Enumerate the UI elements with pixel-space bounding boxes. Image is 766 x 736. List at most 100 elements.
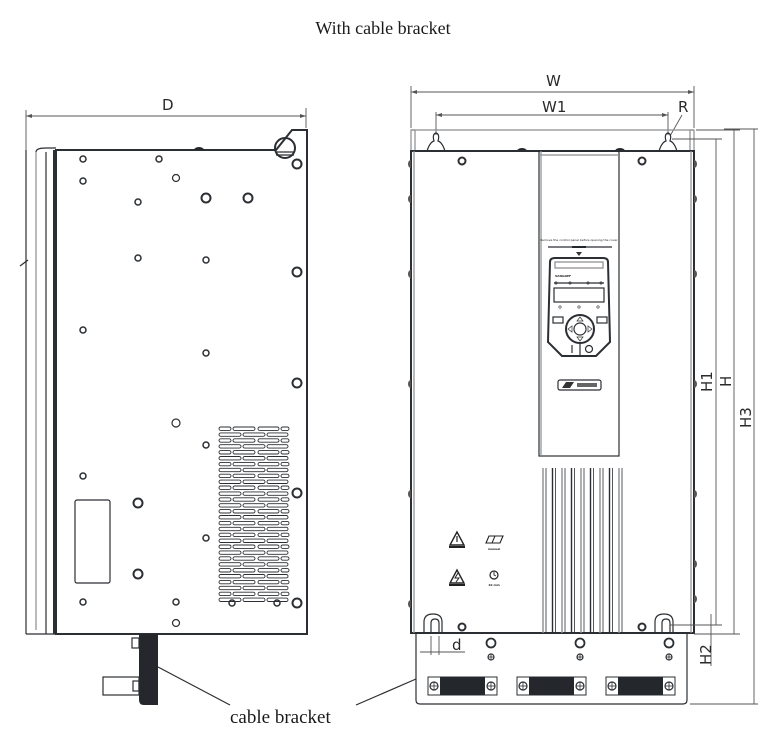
lifting-eye [274,137,296,159]
bottom-slot-left [430,618,440,633]
up-key-icon [576,316,584,322]
vent-slot [280,509,290,514]
arrow-down-icon [576,252,582,256]
vent-slot [218,444,242,449]
vent-slot [257,509,280,514]
vent-slot [218,473,232,479]
vent-slot [218,479,242,484]
vent-slot [218,597,242,602]
vent-slot [242,562,266,567]
vent-slot [242,503,266,508]
heatsink-fins [542,468,623,633]
cable-bracket-caption: cable bracket [230,707,331,728]
vent-slot [257,426,280,431]
vent-slot [280,461,290,467]
vent-slot [280,591,290,597]
svg-text:SANGDEF: SANGDEF [555,274,571,278]
vent-slot [218,467,242,473]
dimension-w: W [410,72,695,128]
vent-slot [232,450,256,455]
warning-electric-icon [448,568,466,586]
vent-slot [232,532,256,538]
vent-slot [232,473,256,479]
stop-key-icon [584,344,594,354]
right-key-icon [587,325,593,333]
mount-keyhole-right [658,132,678,152]
vent-slot [218,503,242,508]
vent-slot [242,444,266,449]
cable-bracket-side [102,634,231,706]
vent-slot [280,579,290,585]
manual-label: manual [488,547,500,551]
vent-slot [218,574,242,579]
drawing-title: With cable bracket [315,18,451,38]
dim-label-d: D [162,96,174,114]
vent-slot [242,491,266,496]
vent-slot [218,456,242,461]
side-housing [55,129,308,635]
vent-slot [218,556,232,561]
front-view: W W1 R [355,72,758,706]
vent-slot [257,544,280,549]
bottom-slot-left-outer [423,613,443,633]
vent-slot [266,503,289,508]
vent-slot [280,473,290,479]
vent-slot [257,450,280,455]
vent-slot [242,597,266,602]
vent-slot [280,520,290,526]
vent-slot [266,562,289,567]
dimension-d: D [25,96,307,150]
cover-latch [19,259,29,267]
dim-label-w: W [546,72,561,90]
vent-slot [218,532,232,538]
vent-slot [266,585,289,591]
vent-slot [242,432,266,437]
vent-slot [218,432,242,437]
vent-slot [257,591,280,597]
vent-slot [257,556,280,561]
clamp-bar [529,677,574,695]
vent-slot [218,538,242,543]
vent-slot [242,538,266,543]
vent-slot [266,597,289,602]
vent-slot [280,532,290,538]
vent-slot [218,485,232,490]
vent-slot [218,585,242,591]
timer-icon: 10 min [488,570,500,587]
vent-slot [232,461,256,467]
vent-slot [242,479,266,484]
keypad-warning-text: Remove the control panel before opening … [540,238,618,242]
vent-slot [242,515,266,520]
vent-slot [232,568,256,573]
vent-slot [280,485,290,490]
vent-slot [280,556,290,561]
vent-slot [266,456,289,461]
vent-slot [242,526,266,532]
keypad-display [553,287,605,303]
vent-slot [266,550,289,555]
vent-slot [257,532,280,538]
vent-slot [257,579,280,585]
side-screws [79,155,303,628]
dim-label-w1: W1 [542,98,566,116]
side-bosses [408,160,697,608]
brand-logo [557,379,602,391]
warning-general-icon [448,530,466,548]
dim-label-hole: d [452,636,462,654]
keypad-cover [538,150,620,457]
vent-slot [266,432,289,437]
dim-label-h3: H3 [737,407,755,428]
vent-slot [280,438,290,443]
vent-slot [218,579,232,585]
vent-slot [266,538,289,543]
vent-slot [242,456,266,461]
vent-slot [232,520,256,526]
vent-slot [257,438,280,443]
dimension-w1: W1 [435,98,669,135]
side-view: D [19,96,308,706]
manual-icon: manual [485,535,504,551]
dim-label-h2: H2 [697,644,715,665]
vent-slot [242,585,266,591]
vent-slot [280,544,290,549]
